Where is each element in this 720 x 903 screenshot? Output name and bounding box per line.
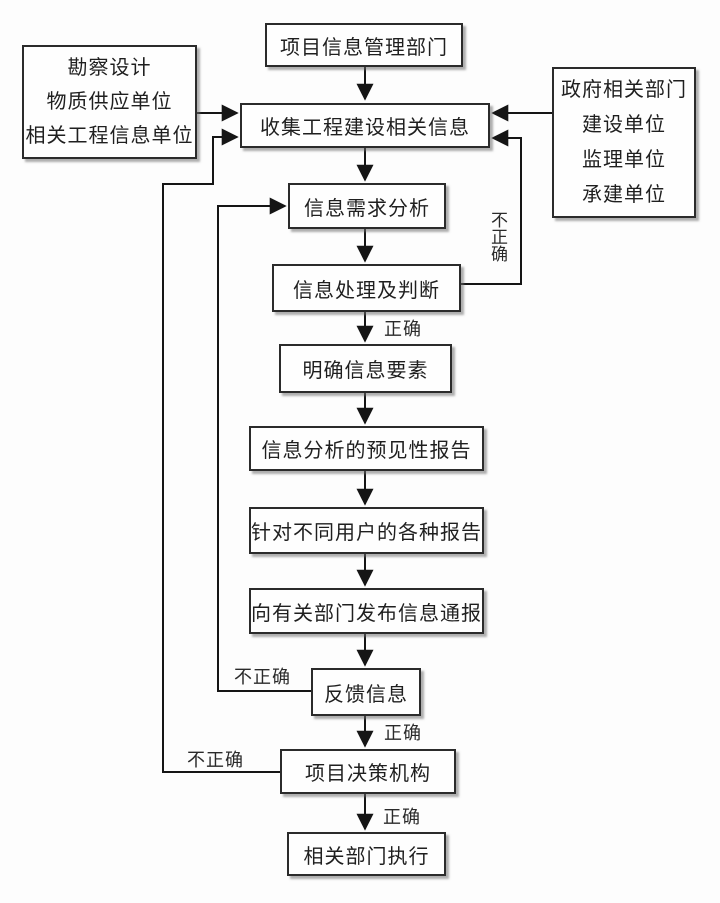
edge-label-correct-decision: 正确 xyxy=(383,807,421,827)
right-source-line: 监理单位 xyxy=(582,148,666,171)
node-right-sources: 政府相关部门 建设单位 监理单位 承建单位 xyxy=(552,67,696,218)
right-source-line: 建设单位 xyxy=(582,114,666,137)
node-clarify-elements: 明确信息要素 xyxy=(279,344,452,393)
left-source-line: 相关工程信息单位 xyxy=(25,125,194,147)
right-source-line: 承建单位 xyxy=(582,183,666,206)
node-publish-notice: 向有关部门发布信息通报 xyxy=(249,588,484,634)
node-feedback: 反馈信息 xyxy=(311,668,421,716)
left-source-line: 物质供应单位 xyxy=(46,91,173,113)
node-execute: 相关部门执行 xyxy=(287,832,446,876)
node-demand-analysis: 信息需求分析 xyxy=(288,183,446,229)
node-predictive-report: 信息分析的预见性报告 xyxy=(249,426,484,471)
edge-label-correct-process: 正确 xyxy=(384,319,422,339)
edge-label-incorrect-decision: 不正确 xyxy=(187,750,244,770)
left-source-line: 勘察设计 xyxy=(67,57,152,79)
node-user-reports: 针对不同用户的各种报告 xyxy=(249,507,484,554)
edge-label-correct-feedback: 正确 xyxy=(384,723,422,743)
node-info-processing: 信息处理及判断 xyxy=(272,264,461,312)
edge-label-incorrect-feedback: 不正确 xyxy=(234,667,291,687)
edge-label-incorrect-process: 不正确 xyxy=(488,211,507,262)
node-left-sources: 勘察设计 物质供应单位 相关工程信息单位 xyxy=(22,45,197,159)
node-collect: 收集工程建设相关信息 xyxy=(240,103,490,148)
right-source-line: 政府相关部门 xyxy=(561,79,687,102)
node-decision-body: 项目决策机构 xyxy=(280,749,456,794)
node-info-dept: 项目信息管理部门 xyxy=(265,23,463,67)
